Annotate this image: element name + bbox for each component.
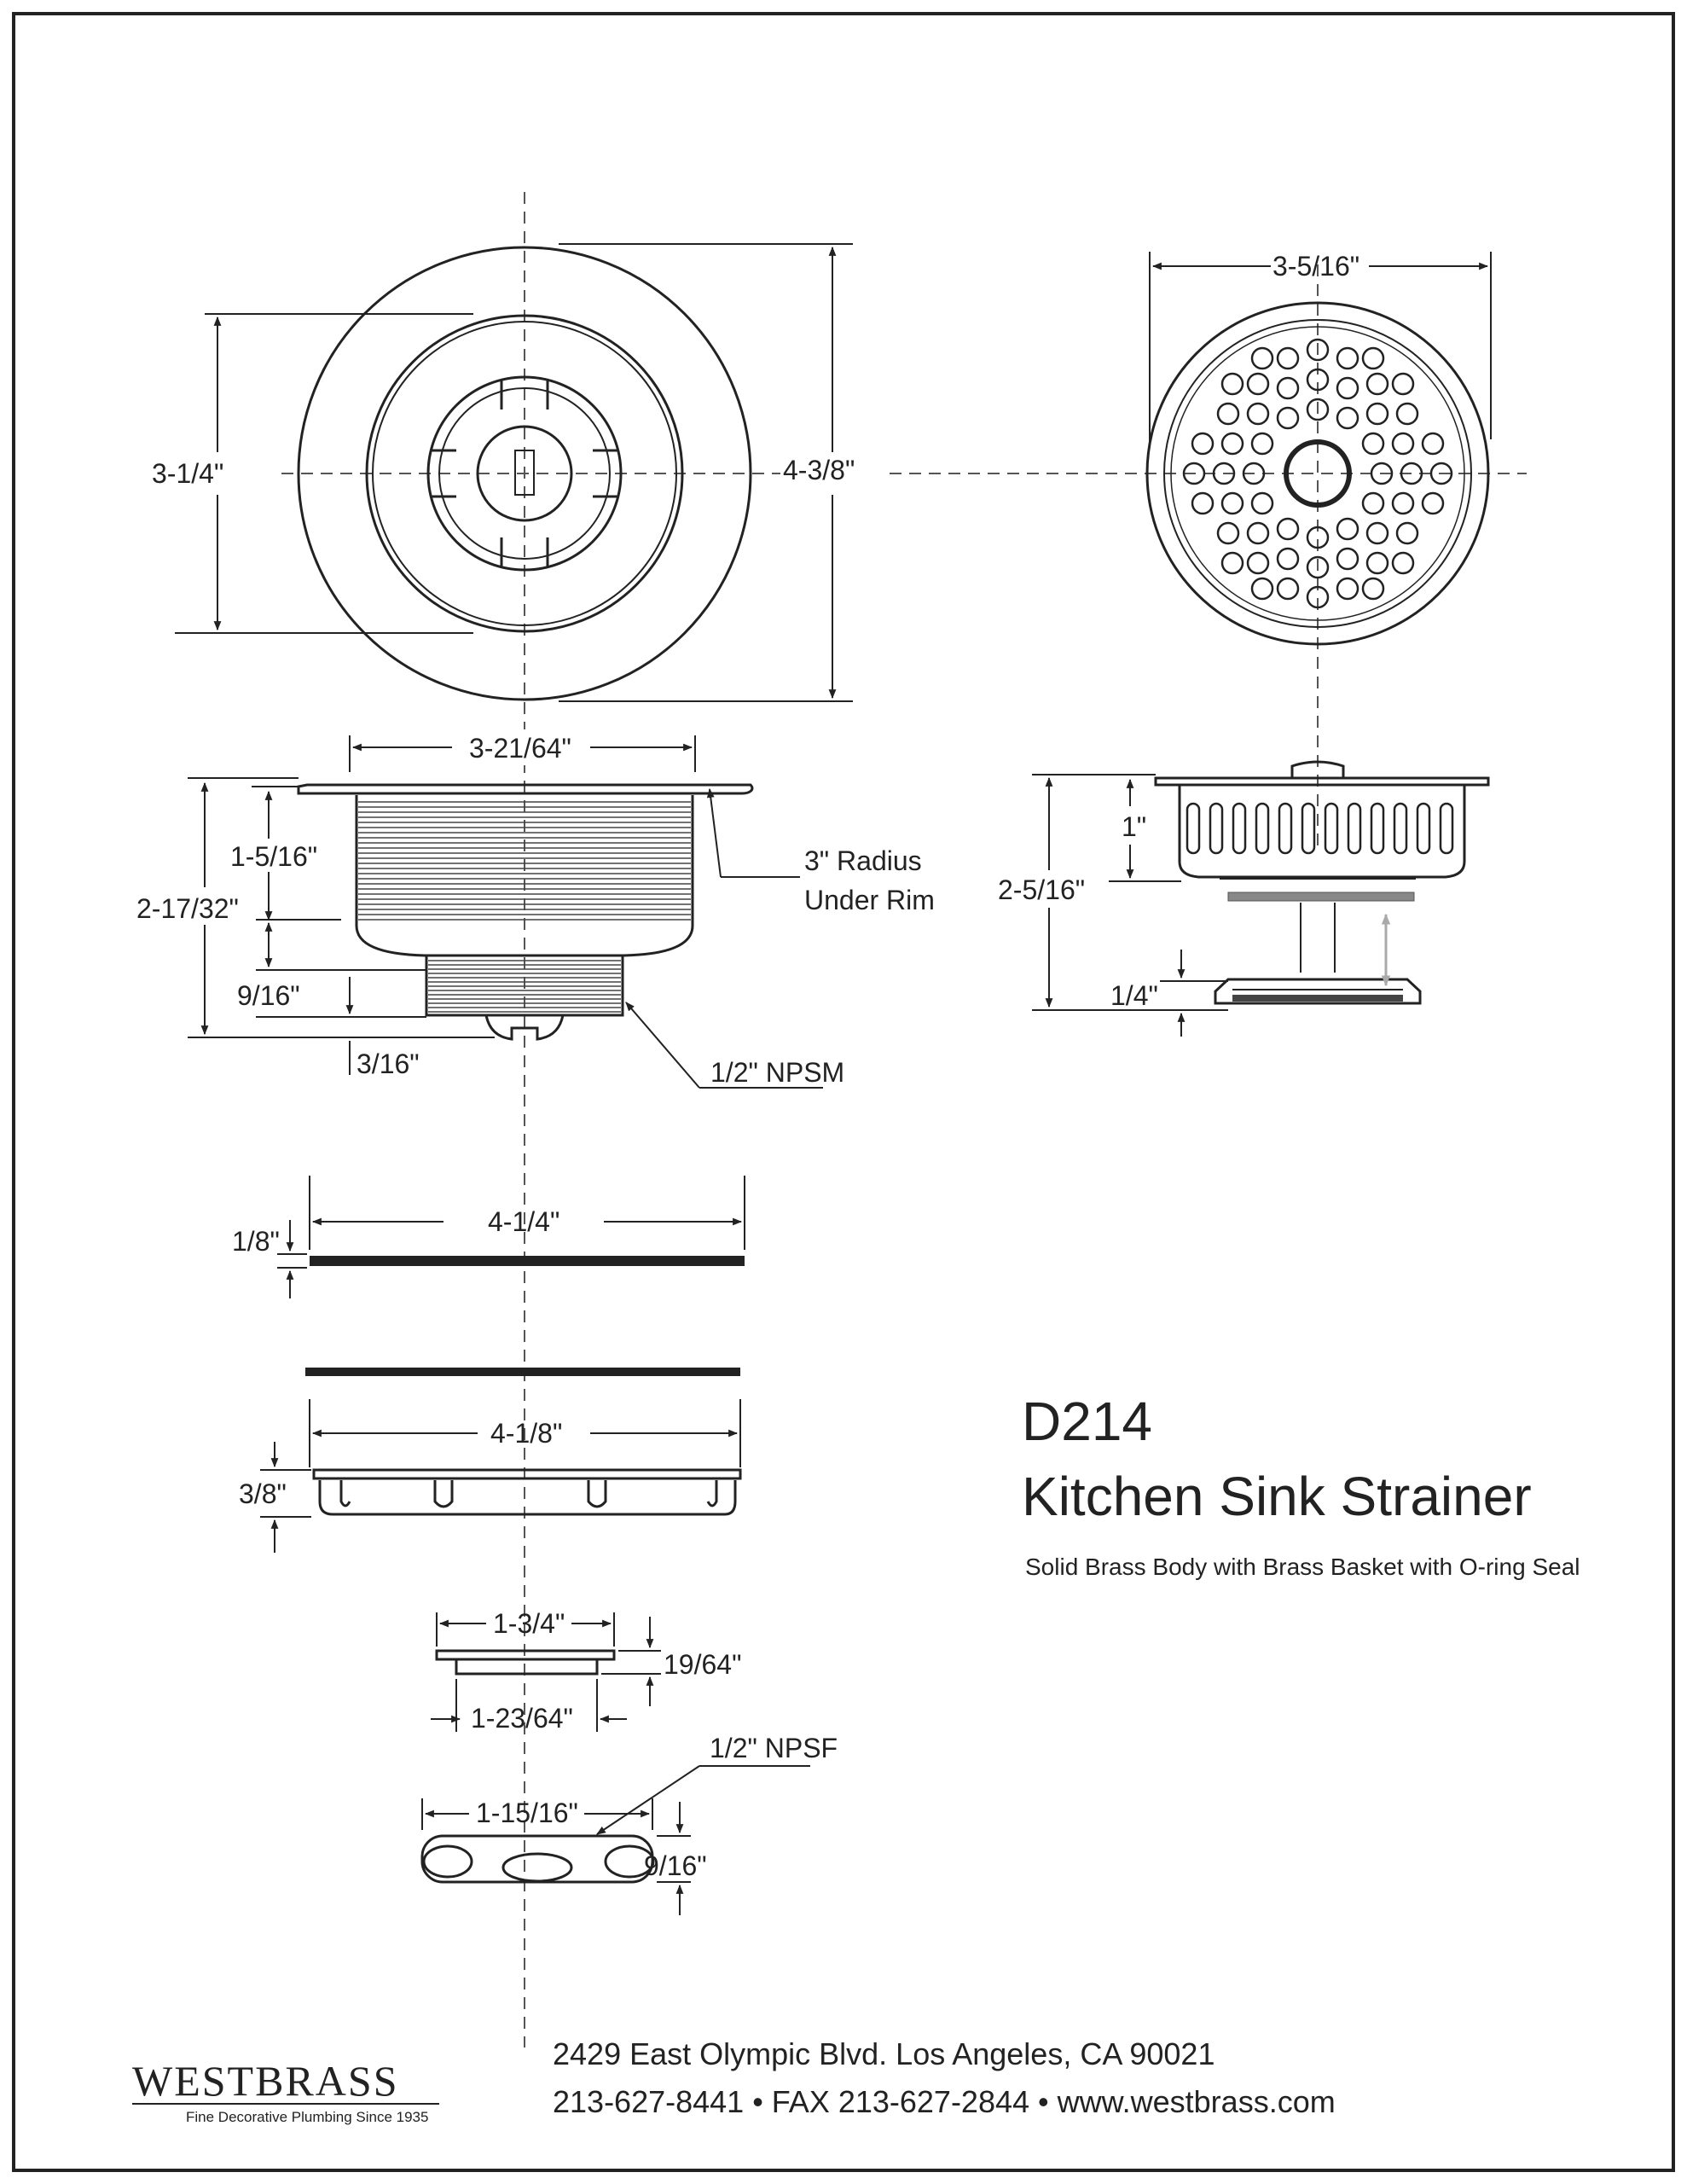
flange-top-view [297, 246, 752, 701]
basket-diameter-dim: 3-5/16" [1272, 251, 1359, 282]
washer-width-dim: 4-1/8" [490, 1418, 562, 1449]
body-thread-dim: 9/16" [237, 980, 300, 1011]
basket-slot [1324, 802, 1339, 855]
locknut-dim-lines [431, 1612, 661, 1732]
basket-dim-lines [1149, 252, 1492, 448]
basket-slot [1255, 802, 1270, 855]
rubber-gasket [310, 1256, 745, 1266]
body-upper-dim: 1-5/16" [230, 841, 317, 872]
body-threads [358, 801, 691, 921]
gasket-width-dim: 4-1/4" [488, 1206, 559, 1237]
locknut [435, 1649, 616, 1676]
npsm-label: 1/2" NPSM [710, 1057, 844, 1088]
basket-total-dim: 2-5/16" [998, 874, 1085, 905]
company-tagline: Fine Decorative Plumbing Since 1935 [186, 2109, 428, 2125]
nipple-threads [428, 960, 621, 1013]
body-width-dim: 3-21/64" [469, 733, 571, 764]
basket-slots [1186, 802, 1454, 855]
o-ring-seal [1227, 892, 1415, 902]
product-name: Kitchen Sink Strainer [1022, 1466, 1532, 1527]
body-total-dim: 2-17/32" [136, 893, 239, 924]
gasket-thick-dim: 1/8" [232, 1226, 280, 1257]
product-description: Solid Brass Body with Brass Basket with … [1025, 1554, 1580, 1580]
flange-outer-dim: 4-3/8" [783, 455, 855, 485]
retainer-ring [312, 1468, 742, 1516]
locknut-bottom-dim: 1-23/64" [471, 1703, 573, 1734]
basket-slot [1439, 802, 1454, 855]
basket-slot [1186, 802, 1201, 855]
radius-label-line2: Under Rim [804, 885, 935, 915]
locknut-thick-dim: 19/64" [664, 1649, 741, 1680]
gasket-dim-lines [277, 1176, 745, 1298]
body-side-view [297, 783, 754, 1041]
product-model: D214 [1022, 1391, 1152, 1452]
fiber-washer [305, 1368, 740, 1376]
basket-slot [1278, 802, 1293, 855]
basket-top-view [1145, 301, 1490, 646]
basket-side-view [1154, 760, 1490, 1005]
radius-label-line1: 3" Radius [804, 845, 922, 876]
company-address: 2429 East Olympic Blvd. Los Angeles, CA … [553, 2036, 1215, 2071]
page-border [12, 12, 1675, 2172]
basket-slot [1301, 802, 1316, 855]
center-lines [281, 192, 1527, 2048]
basket-slot [1393, 802, 1408, 855]
washer-thick-dim: 3/8" [239, 1478, 287, 1509]
basket-slot [1416, 802, 1431, 855]
company-logo: WESTBRASS [132, 2057, 399, 2105]
coupling-thick-dim: 9/16" [644, 1850, 707, 1881]
basket-slot [1209, 802, 1224, 855]
basket-holes [1182, 338, 1453, 609]
company-contact: 213-627-8441 • FAX 213-627-2844 • www.we… [553, 2084, 1336, 2119]
coupling-width-dim: 1-15/16" [476, 1798, 578, 1828]
locknut-top-dim: 1-3/4" [493, 1608, 565, 1639]
body-nub-dim: 3/16" [357, 1048, 420, 1079]
coupling-nut [420, 1834, 655, 1884]
body-dim-lines [188, 735, 823, 1089]
basket-slot [1232, 802, 1247, 855]
npsf-label: 1/2" NPSF [710, 1733, 838, 1763]
coupling-dim-lines [421, 1765, 810, 1915]
basket-top-dim: 1" [1122, 811, 1146, 842]
basket-seal-dim: 1/4" [1110, 980, 1158, 1011]
flange-inner-dim: 3-1/4" [152, 458, 223, 489]
washer-dim-lines [260, 1399, 741, 1553]
basket-slot [1370, 802, 1385, 855]
basket-slot [1347, 802, 1362, 855]
